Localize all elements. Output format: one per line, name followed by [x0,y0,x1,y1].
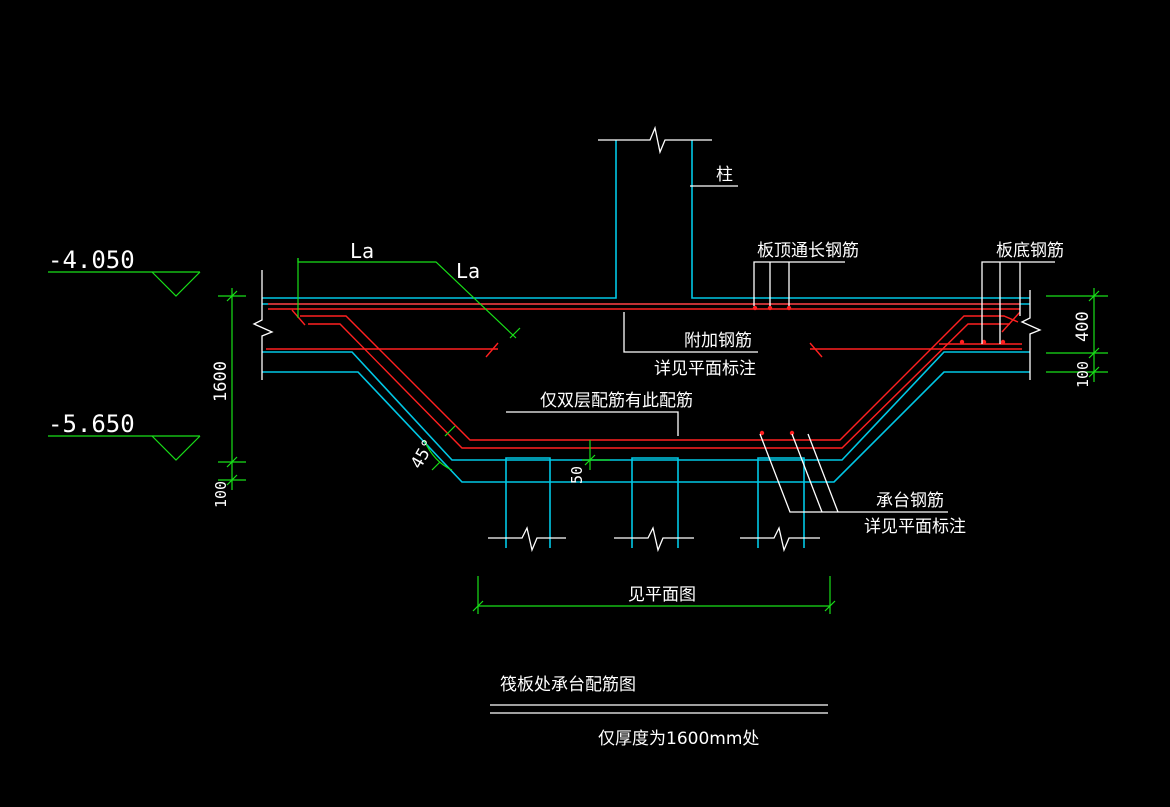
elevation-bottom: -5.650 [48,410,135,438]
label-column: 柱 [716,165,733,185]
dim-cover: 50 [568,466,586,484]
label-top-through-rebar: 板顶通长钢筋 [757,241,859,261]
dim-edge-top: 400 [1073,311,1093,342]
label-see-plan: 见平面图 [628,585,696,605]
title-underline [490,704,828,714]
drawing-subtitle: 仅厚度为1600mm处 [598,729,759,749]
label-la-1: La [350,239,374,263]
concrete-outline [262,140,1030,548]
label-additional-rebar-2: 详见平面标注 [654,359,756,379]
dimensions [48,258,1108,614]
drawing-title: 筏板处承台配筋图 [500,675,636,695]
dim-cap-bottom: 100 [212,481,230,508]
leader-lines [506,185,1055,513]
label-bottom-rebar: 板底钢筋 [996,241,1064,261]
dim-edge-bottom: 100 [1074,361,1092,388]
break-lines [252,125,1042,553]
elevation-top: -4.050 [48,246,135,274]
label-double-layer-note: 仅双层配筋有此配筋 [540,391,693,411]
dim-raft-thickness: 1600 [211,361,231,402]
label-cap-rebar-2: 详见平面标注 [864,517,966,537]
rebar [266,303,1022,449]
label-additional-rebar-1: 附加钢筋 [684,331,752,351]
label-cap-rebar-1: 承台钢筋 [876,491,944,511]
label-la-2: La [456,259,480,283]
